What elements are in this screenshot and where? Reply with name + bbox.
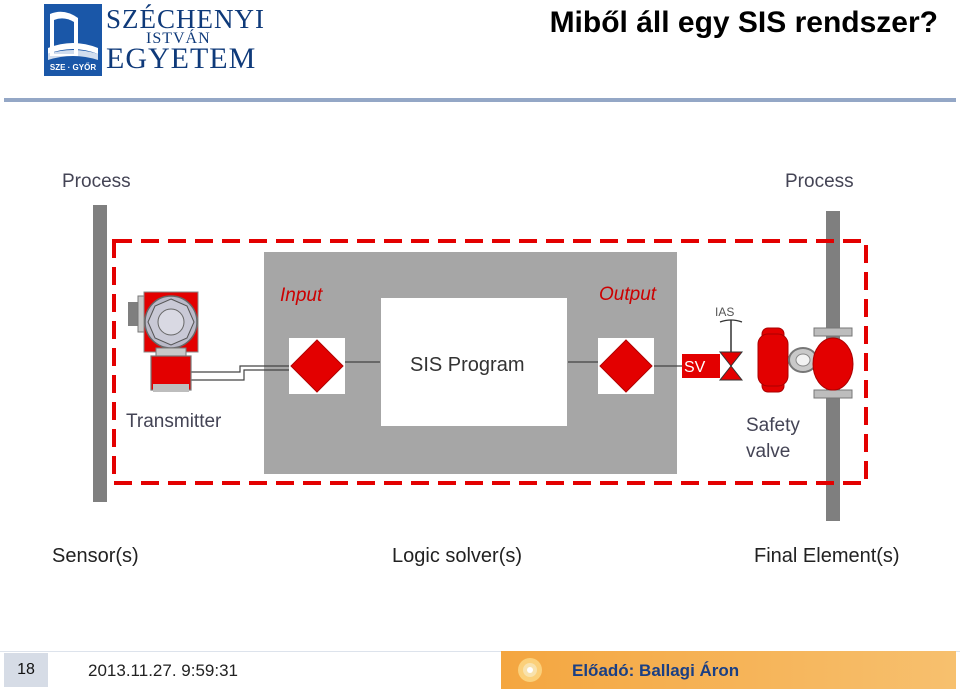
- safety-valve-label-line1: Safety: [746, 415, 800, 436]
- presenter-name: Előadó: Ballagi Áron: [572, 661, 740, 680]
- logo-badge: SZE · GYŐR: [49, 63, 97, 72]
- sensors-label: Sensor(s): [52, 545, 139, 567]
- final-elements-label: Final Element(s): [754, 545, 900, 567]
- safety-valve-icon: [757, 327, 854, 399]
- footer-rule: [0, 651, 960, 652]
- output-module: [598, 338, 654, 394]
- transmitter-label: Transmitter: [126, 411, 222, 432]
- logic-solvers-label: Logic solver(s): [392, 545, 523, 567]
- university-logo: SZE · GYŐR SZÉCHENYI ISTVÁN EGYETEM: [44, 4, 294, 76]
- ias-label: IAS: [715, 305, 735, 319]
- logo-line-3: EGYETEM: [106, 42, 257, 75]
- slide-footer: 18 2013.11.27. 9:59:31 Előadó: Ballagi Á…: [0, 645, 960, 691]
- input-label: Input: [280, 285, 323, 306]
- logo-emblem-icon: [44, 4, 102, 76]
- logo-line-1: SZÉCHENYI: [106, 4, 265, 34]
- sis-program-label: SIS Program: [410, 354, 525, 376]
- title-divider: [4, 98, 956, 102]
- sis-boundary: [112, 239, 868, 485]
- slide-number-box: [4, 653, 48, 687]
- sun-icon: [518, 658, 542, 682]
- presenter-bar: [501, 651, 956, 689]
- sis-program-box: [381, 298, 567, 426]
- sv-label: SV: [684, 359, 706, 376]
- logo-line-2: ISTVÁN: [146, 30, 211, 47]
- process-label-left: Process: [62, 171, 131, 192]
- wire-transmitter-input: [190, 365, 289, 373]
- process-label-right: Process: [785, 171, 854, 192]
- slide-number: 18: [17, 661, 35, 678]
- footer-datetime: 2013.11.27. 9:59:31: [88, 661, 238, 680]
- safety-valve-label-line2: valve: [746, 441, 791, 462]
- wire-transmitter-input-2: [190, 369, 289, 381]
- process-pipe-left: [93, 205, 107, 502]
- input-module: [289, 338, 345, 394]
- output-label: Output: [599, 284, 657, 305]
- ias-valve-icon: [718, 319, 744, 381]
- slide-title: Miből áll egy SIS rendszer?: [549, 6, 938, 39]
- transmitter-device: [128, 291, 199, 392]
- sv-block: [682, 354, 720, 378]
